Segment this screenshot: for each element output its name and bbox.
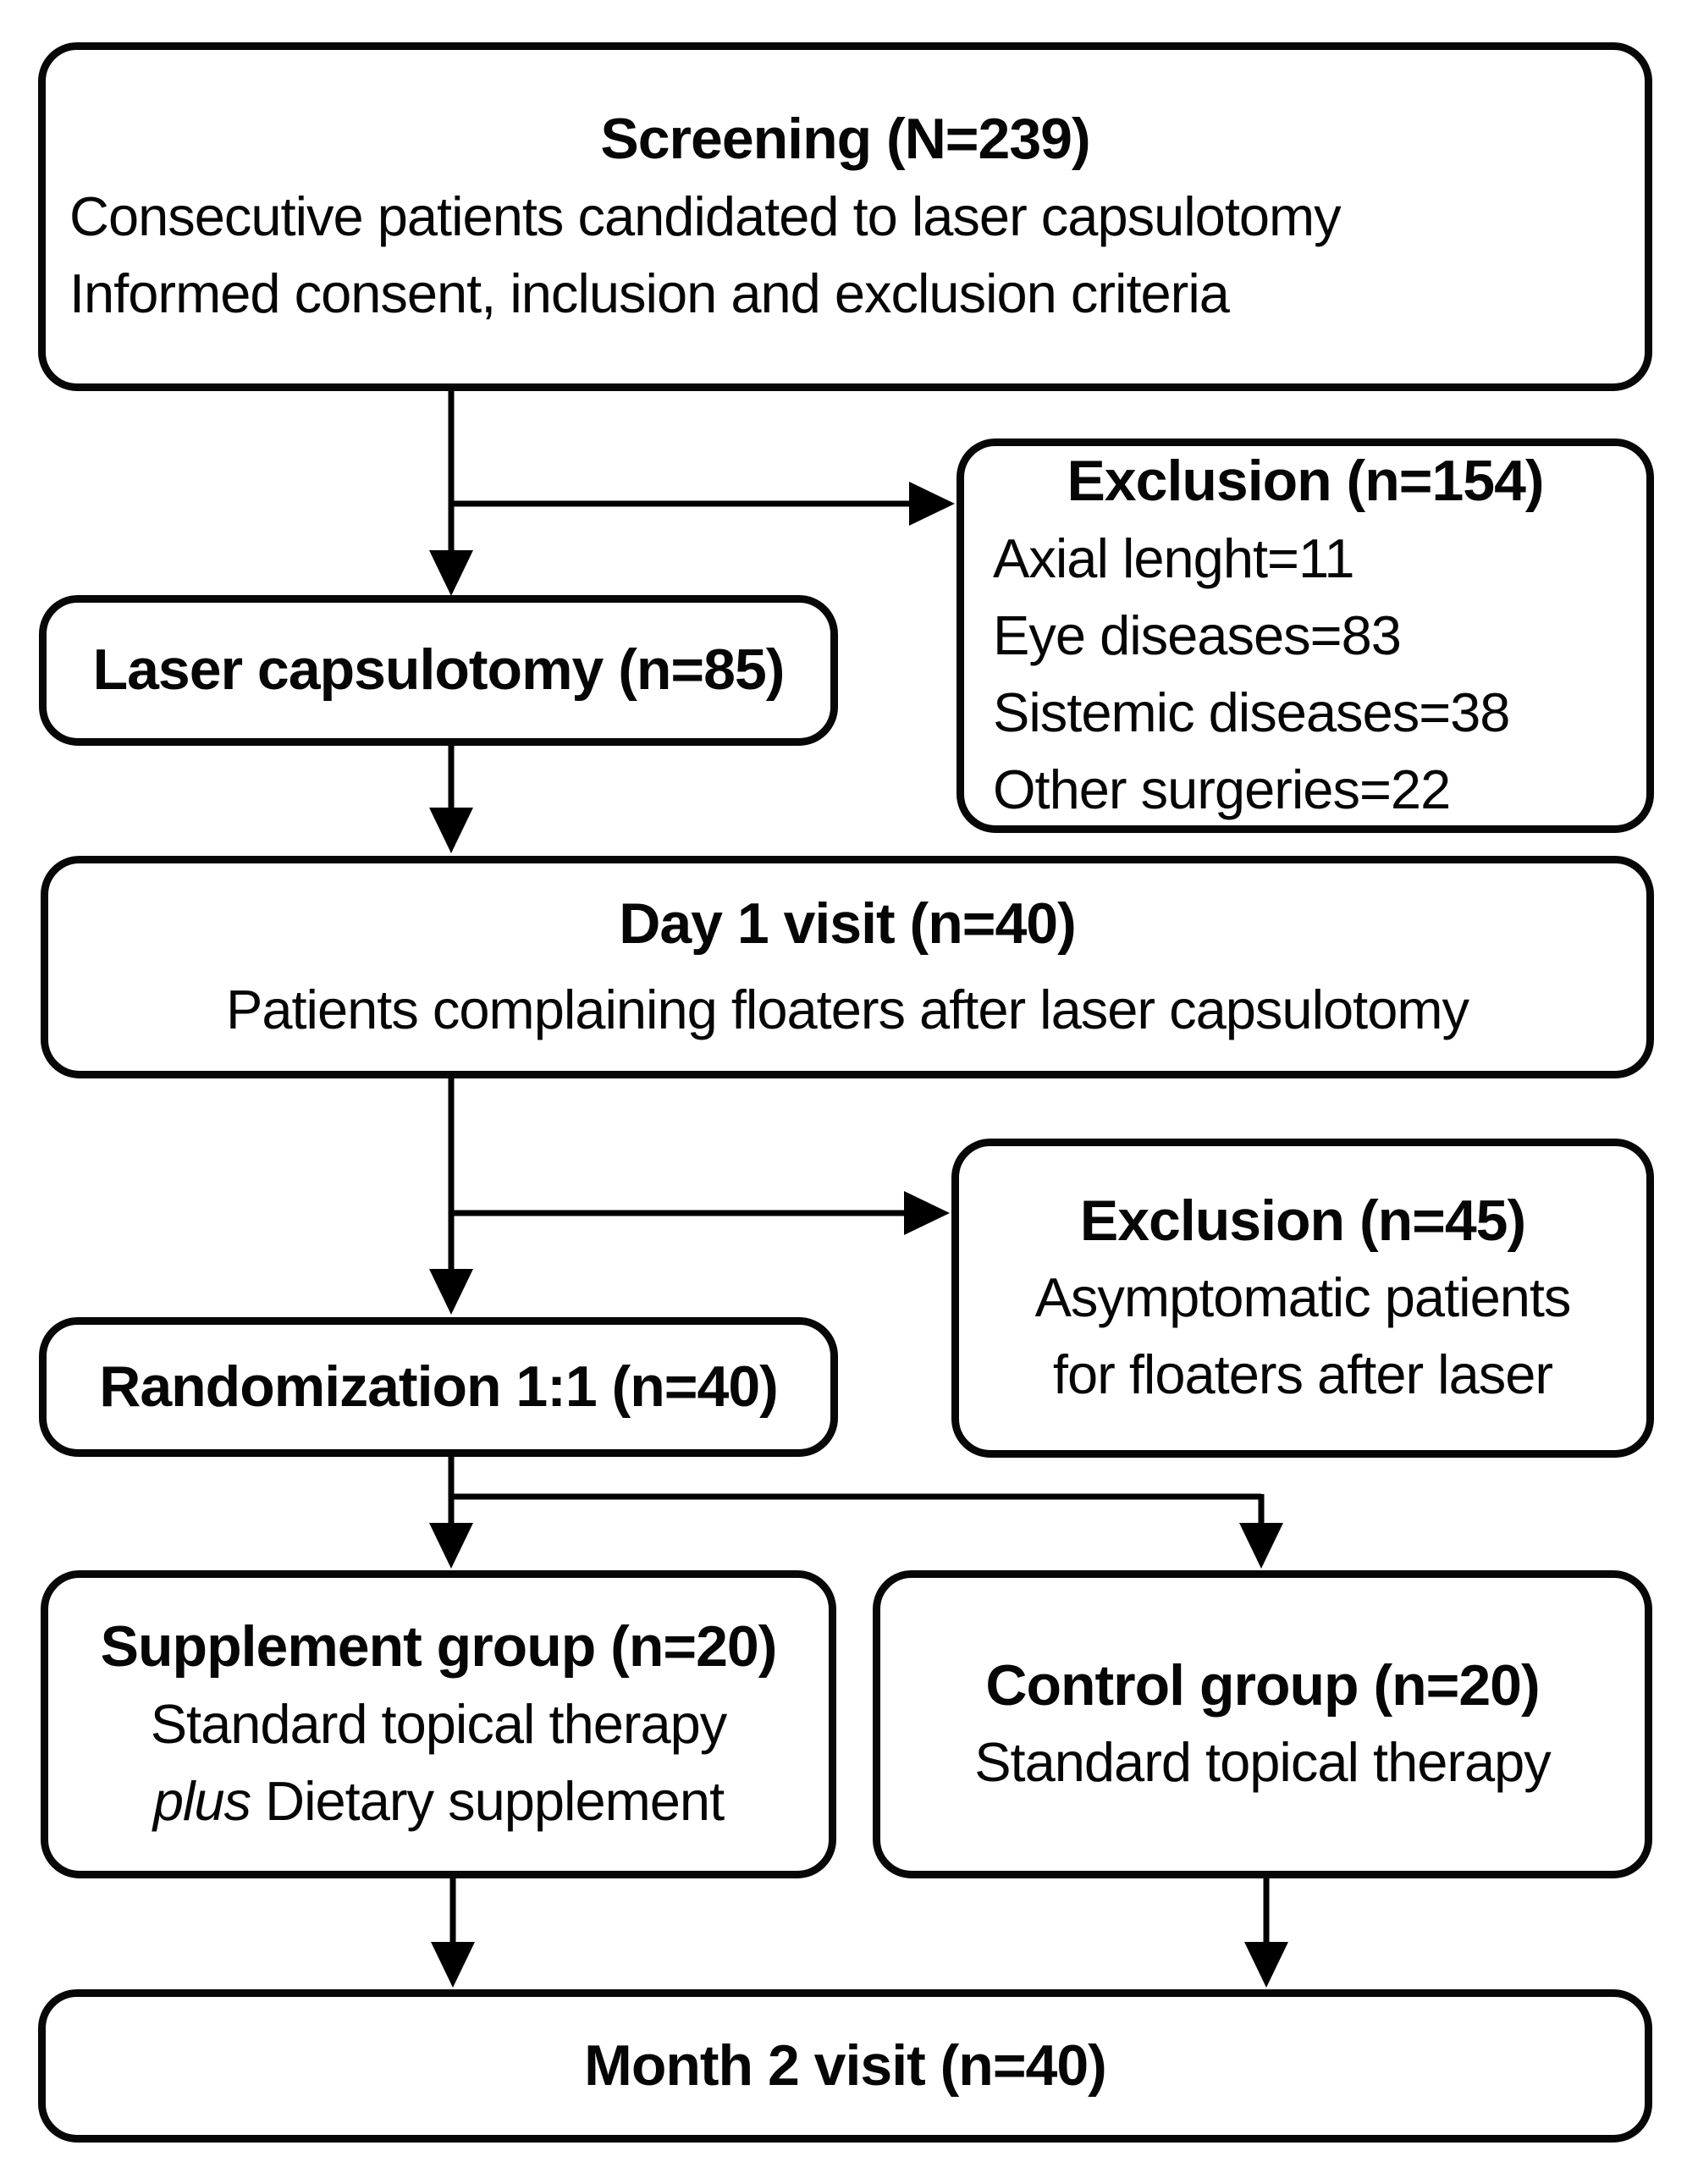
supplement-group-line1: Standard topical therapy	[150, 1692, 728, 1755]
arrow-laser-to-day1	[429, 743, 473, 853]
randomization-box: Randomization 1:1 (n=40)	[39, 1317, 838, 1457]
arrow-randomization-to-supplement	[429, 1455, 473, 1569]
screening-line1: Consecutive patients candidated to laser…	[69, 185, 1342, 247]
supplement-group-title: Supplement group (n=20)	[100, 1614, 778, 1679]
screening-line2: Informed consent, inclusion and exclusio…	[69, 262, 1230, 324]
screening-title: Screening (N=239)	[600, 107, 1090, 172]
month2-visit-title: Month 2 visit (n=40)	[584, 2032, 1107, 2098]
exclusion-154-title: Exclusion (n=154)	[1067, 449, 1544, 514]
month2-visit-box: Month 2 visit (n=40)	[38, 1989, 1652, 2143]
arrow-day1-to-exclusion2	[451, 1191, 950, 1235]
exclusion-45-line1: Asymptomatic patients	[1034, 1266, 1572, 1329]
arrow-screening-to-exclusion1	[451, 482, 955, 526]
exclusion-154-item-eye-diseases: Eye diseases=83	[993, 604, 1402, 666]
exclusion-154-item-other-surgeries: Other surgeries=22	[993, 758, 1451, 820]
day1-visit-title: Day 1 visit (n=40)	[619, 891, 1076, 957]
control-group-line1: Standard topical therapy	[974, 1731, 1552, 1794]
day1-visit-box: Day 1 visit (n=40) Patients complaining …	[41, 856, 1654, 1078]
supplement-group-box: Supplement group (n=20) Standard topical…	[41, 1570, 836, 1878]
screening-box: Screening (N=239) Consecutive patients c…	[38, 42, 1652, 391]
control-group-title: Control group (n=20)	[985, 1652, 1540, 1718]
laser-capsulotomy-title: Laser capsulotomy (n=85)	[92, 637, 786, 703]
exclusion-154-item-systemic-diseases: Sistemic diseases=38	[993, 681, 1510, 743]
control-group-box: Control group (n=20) Standard topical th…	[873, 1570, 1652, 1878]
arrow-day1-to-randomization	[429, 1076, 473, 1315]
arrow-randomization-to-control	[449, 1493, 1283, 1569]
arrow-control-to-month2	[1244, 1877, 1288, 1988]
exclusion-154-box: Exclusion (n=154) Axial lenght=11 Eye di…	[957, 438, 1654, 833]
supplement-plus-italic: plus	[152, 1769, 251, 1832]
supplement-line2-rest: Dietary supplement	[251, 1769, 725, 1832]
arrow-supplement-to-month2	[431, 1877, 475, 1988]
exclusion-154-item-axial-length: Axial lenght=11	[993, 527, 1354, 589]
randomization-title: Randomization 1:1 (n=40)	[99, 1354, 779, 1419]
exclusion-45-line2: for floaters after laser	[1052, 1343, 1553, 1406]
exclusion-45-box: Exclusion (n=45) Asymptomatic patients f…	[951, 1139, 1654, 1458]
arrow-screening-to-laser	[429, 388, 473, 596]
exclusion-45-title: Exclusion (n=45)	[1079, 1188, 1526, 1253]
supplement-group-line2: plus Dietary supplement	[152, 1762, 725, 1839]
laser-capsulotomy-box: Laser capsulotomy (n=85)	[39, 595, 838, 746]
day1-visit-line1: Patients complaining floaters after lase…	[225, 978, 1469, 1040]
